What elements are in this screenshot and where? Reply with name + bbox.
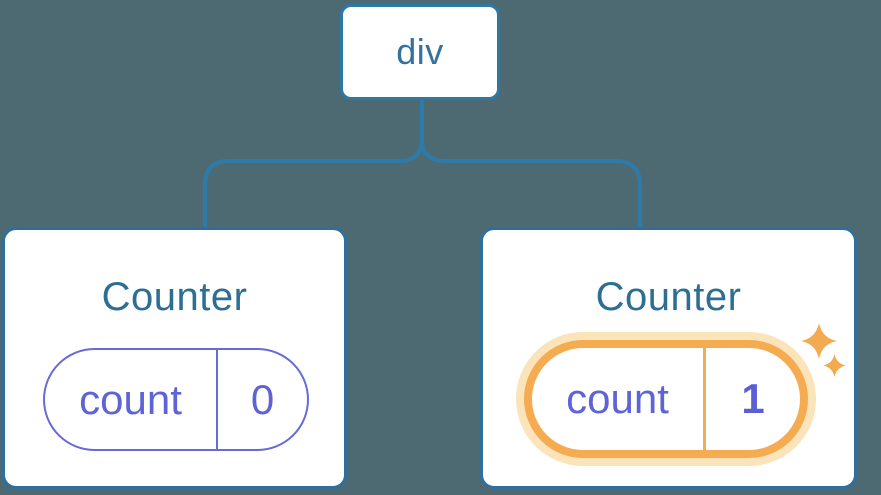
sparkle-small-icon (823, 354, 846, 377)
component-title: Counter (101, 275, 248, 319)
state-pill-highlighted: count 1 (524, 340, 808, 458)
sparkle-large-icon (801, 323, 837, 359)
connector-right-branch (420, 98, 642, 229)
root-node-div: div (340, 4, 500, 100)
component-title: Counter (595, 275, 742, 319)
state-key: count (45, 350, 218, 449)
state-value: 1 (741, 375, 765, 422)
counter-card-right: Counter count 1 (480, 227, 857, 489)
root-node-label: div (396, 31, 444, 72)
state-value: 0 (250, 375, 275, 423)
counter-card-left: Counter count 0 (2, 227, 347, 489)
state-pill: count 0 (43, 348, 309, 451)
connector-left-branch (203, 98, 424, 229)
state-key: count (532, 348, 706, 450)
